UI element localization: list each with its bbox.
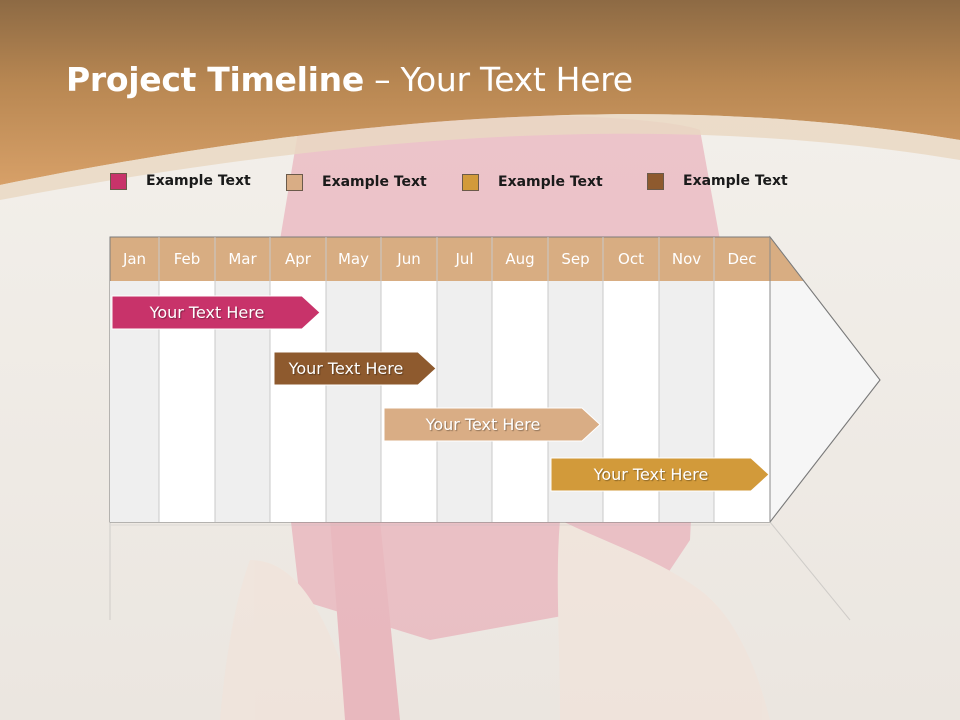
legend-swatch-2: [286, 173, 303, 191]
month-label-sep: Sep: [561, 250, 590, 268]
legend-item-3: Example Text: [462, 172, 603, 192]
month-column: [381, 281, 437, 522]
task-arrow-3: [383, 407, 601, 442]
month-label-jun: Jun: [397, 250, 421, 268]
month-label-mar: Mar: [228, 250, 257, 268]
task-label-1: Your Text Here: [149, 303, 265, 322]
month-column: [437, 281, 492, 522]
legend-item-2: Example Text: [286, 172, 427, 192]
legend-label-2: Example Text: [322, 174, 427, 190]
task-label-4: Your Text Here: [593, 465, 709, 484]
month-label-may: May: [337, 250, 369, 268]
month-label-jul: Jul: [455, 250, 474, 268]
title-rest: – Your Text Here: [363, 60, 633, 99]
task-arrow-2: [273, 351, 437, 386]
month-label-nov: Nov: [671, 250, 702, 268]
task-label-3: Your Text Here: [425, 415, 541, 434]
legend-label-4: Example Text: [683, 173, 788, 189]
legend-swatch-3: [462, 173, 479, 191]
month-label-jan: Jan: [122, 250, 147, 268]
legend-item-4: Example Text: [647, 171, 788, 191]
legend-label-3: Example Text: [498, 174, 603, 190]
header-band: [0, 0, 960, 185]
legend-label-1: Example Text: [146, 173, 251, 189]
page-title: Project Timeline – Your Text Here: [66, 60, 633, 99]
task-arrow-4: [550, 457, 770, 492]
legend-item-1: Example Text: [110, 171, 251, 191]
task-arrow-1: [111, 295, 321, 330]
month-label-dec: Dec: [727, 250, 757, 268]
title-bold: Project Timeline: [66, 60, 364, 99]
month-label-aug: Aug: [505, 250, 535, 268]
legend-swatch-1: [110, 172, 127, 190]
legend-swatch-4: [647, 172, 664, 190]
timeline-reflection: [109, 521, 851, 621]
month-column: [326, 281, 381, 522]
month-band: [110, 237, 804, 281]
month-label-feb: Feb: [173, 250, 201, 268]
month-label-apr: Apr: [285, 250, 311, 268]
task-label-2: Your Text Here: [288, 359, 404, 378]
month-label-oct: Oct: [618, 250, 644, 268]
month-column: [492, 281, 548, 522]
